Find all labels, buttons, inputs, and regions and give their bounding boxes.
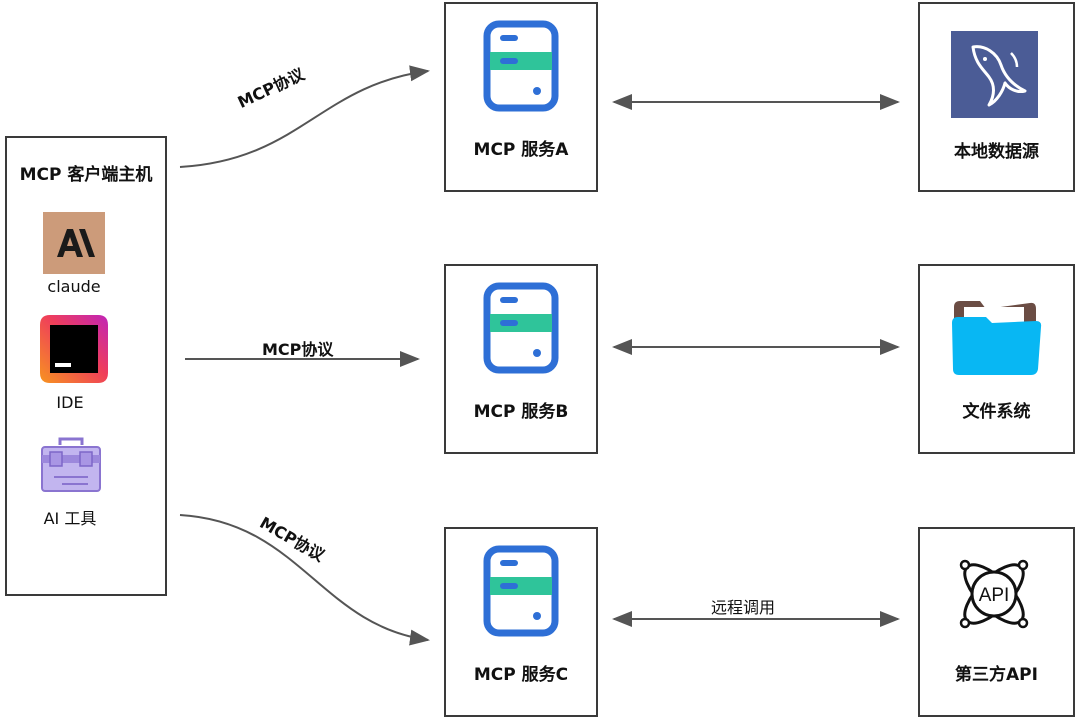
client-label-ide: IDE: [56, 393, 84, 412]
api-badge-text: API: [979, 585, 1010, 606]
local-data-label: 本地数据源: [954, 142, 1039, 162]
arrow-host-to-server-c: [179, 514, 430, 646]
mysql-dolphin-icon: [951, 31, 1038, 118]
api-icon: API: [959, 559, 1029, 629]
third-party-api-box: [918, 527, 1075, 717]
client-label-ai-tools: AI 工具: [43, 509, 97, 528]
server-icon: [483, 20, 559, 112]
server-a-label: MCP 服务A: [473, 140, 569, 160]
server-icon: [483, 282, 559, 374]
edge-label-protocol-b: MCP协议: [262, 340, 334, 359]
server-a-box: [444, 2, 598, 192]
server-b-box: [444, 264, 598, 454]
client-label-claude: claude: [47, 277, 101, 296]
third-party-api-label: 第三方API: [955, 665, 1038, 685]
server-c-label: MCP 服务C: [473, 665, 569, 685]
server-b-label: MCP 服务B: [473, 402, 569, 422]
file-system-label: 文件系统: [962, 402, 1031, 422]
host-title: MCP 客户端主机: [19, 165, 153, 185]
toolbox-icon: [41, 437, 101, 492]
server-c-box: [444, 527, 598, 717]
folder-icon: [952, 301, 1042, 375]
server-icon: [483, 545, 559, 637]
arrow-host-to-server-a: [179, 65, 430, 168]
ide-terminal-icon: [40, 315, 108, 383]
anthropic-logo-icon: [43, 212, 105, 274]
edge-label-remote-call: 远程调用: [711, 598, 776, 617]
